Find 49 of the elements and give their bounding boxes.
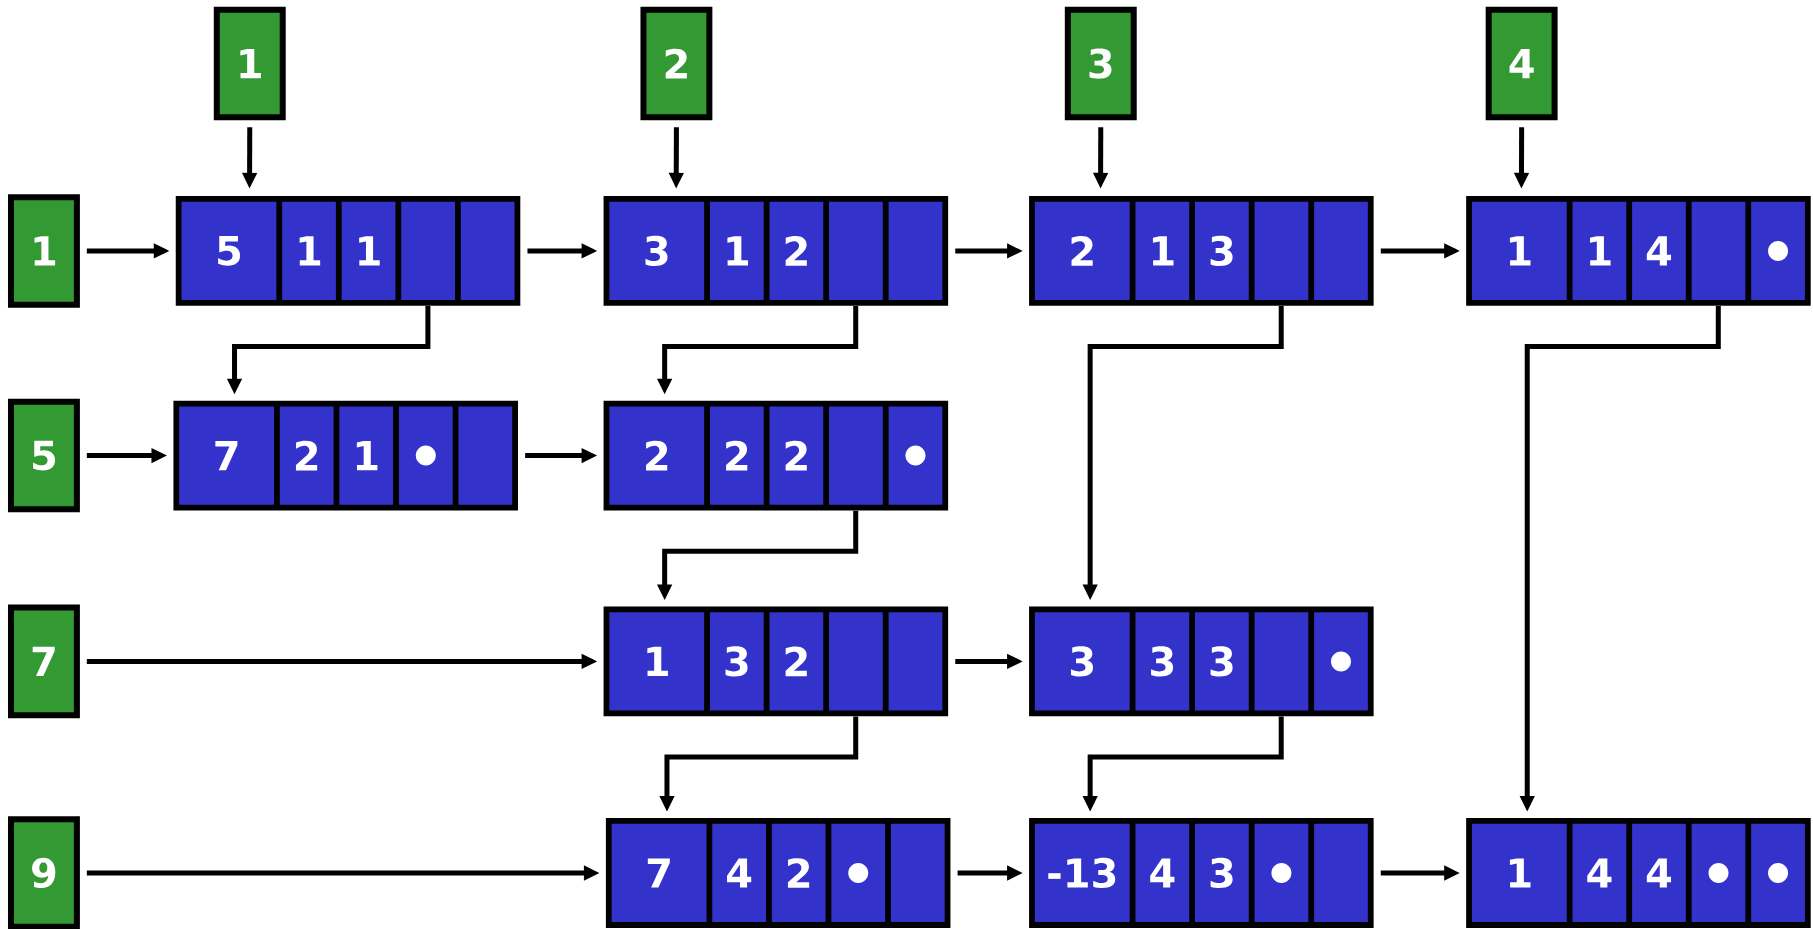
value-cell: 1 xyxy=(1471,201,1567,301)
value-cell: 1 xyxy=(1135,201,1190,301)
value-cell: 4 xyxy=(712,823,767,923)
value-cell: 1 xyxy=(341,201,396,301)
header-box: 7 xyxy=(8,604,80,719)
value-cell: 3 xyxy=(1195,612,1249,711)
null-dot xyxy=(1271,863,1292,883)
value-cell: 7 xyxy=(611,823,707,923)
header-box: 9 xyxy=(8,816,80,929)
null-dot xyxy=(1768,863,1789,883)
value-cell: 1 xyxy=(1471,823,1567,923)
value-cell: 3 xyxy=(1195,201,1249,301)
null-dot xyxy=(1768,240,1789,261)
value-cell: 3 xyxy=(609,201,705,301)
value-cell: 3 xyxy=(709,612,764,711)
value-cell: 3 xyxy=(1135,612,1190,711)
header-box: 1 xyxy=(213,6,286,121)
value-cell: 1 xyxy=(709,201,764,301)
value-cell: 1 xyxy=(339,406,394,505)
value-cell: 4 xyxy=(1135,823,1190,923)
null-dot xyxy=(1331,651,1351,672)
value-cell: 3 xyxy=(1195,823,1249,923)
null-dot xyxy=(415,445,436,466)
null-dot xyxy=(848,863,869,883)
value-cell: 2 xyxy=(771,823,826,923)
value-cell: 2 xyxy=(1034,201,1130,301)
value-cell: 7 xyxy=(179,406,275,505)
header-box: 3 xyxy=(1064,6,1137,121)
value-cell: 2 xyxy=(769,406,824,505)
value-cell: 4 xyxy=(1632,823,1686,923)
value-cell: 4 xyxy=(1632,201,1686,301)
value-cell: -13 xyxy=(1034,823,1130,923)
header-box: 1 xyxy=(8,194,80,308)
null-dot xyxy=(905,445,926,466)
value-cell: 1 xyxy=(282,201,336,301)
value-cell: 2 xyxy=(769,201,824,301)
null-dot xyxy=(1708,863,1729,883)
value-cell: 4 xyxy=(1572,823,1627,923)
value-cell: 2 xyxy=(709,406,764,505)
value-cell: 1 xyxy=(1572,201,1627,301)
value-cell: 2 xyxy=(279,406,334,505)
header-box: 4 xyxy=(1485,6,1558,121)
value-cell: 3 xyxy=(1034,612,1130,711)
header-box: 2 xyxy=(640,6,713,121)
value-cell: 5 xyxy=(181,201,277,301)
value-cell: 1 xyxy=(609,612,705,711)
value-cell: 2 xyxy=(609,406,705,505)
header-box: 5 xyxy=(8,398,80,513)
value-cell: 2 xyxy=(769,612,824,711)
